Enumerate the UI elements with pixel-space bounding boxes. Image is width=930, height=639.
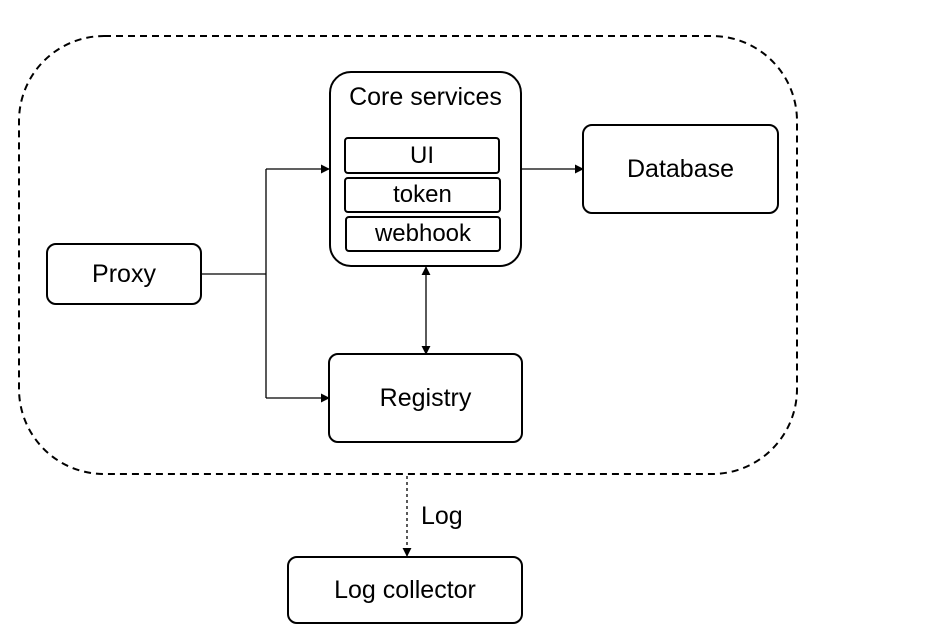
registry-node: Registry: [328, 353, 523, 443]
core-services-title: Core services: [349, 83, 502, 111]
log-edge-label: Log: [421, 502, 463, 530]
core-module-token-label: token: [393, 181, 452, 208]
core-module-ui-label: UI: [410, 141, 434, 169]
proxy-label: Proxy: [92, 259, 156, 288]
database-node: Database: [582, 124, 779, 214]
log-collector-node: Log collector: [287, 556, 523, 624]
core-module-webhook: webhook: [345, 216, 501, 252]
system-boundary: [18, 35, 798, 475]
log-collector-label: Log collector: [334, 575, 476, 604]
core-module-token: token: [344, 177, 501, 213]
database-label: Database: [626, 154, 735, 183]
core-module-ui: UI: [344, 137, 500, 174]
registry-label: Registry: [379, 383, 472, 412]
proxy-node: Proxy: [46, 243, 202, 305]
core-module-webhook-label: webhook: [374, 220, 472, 247]
